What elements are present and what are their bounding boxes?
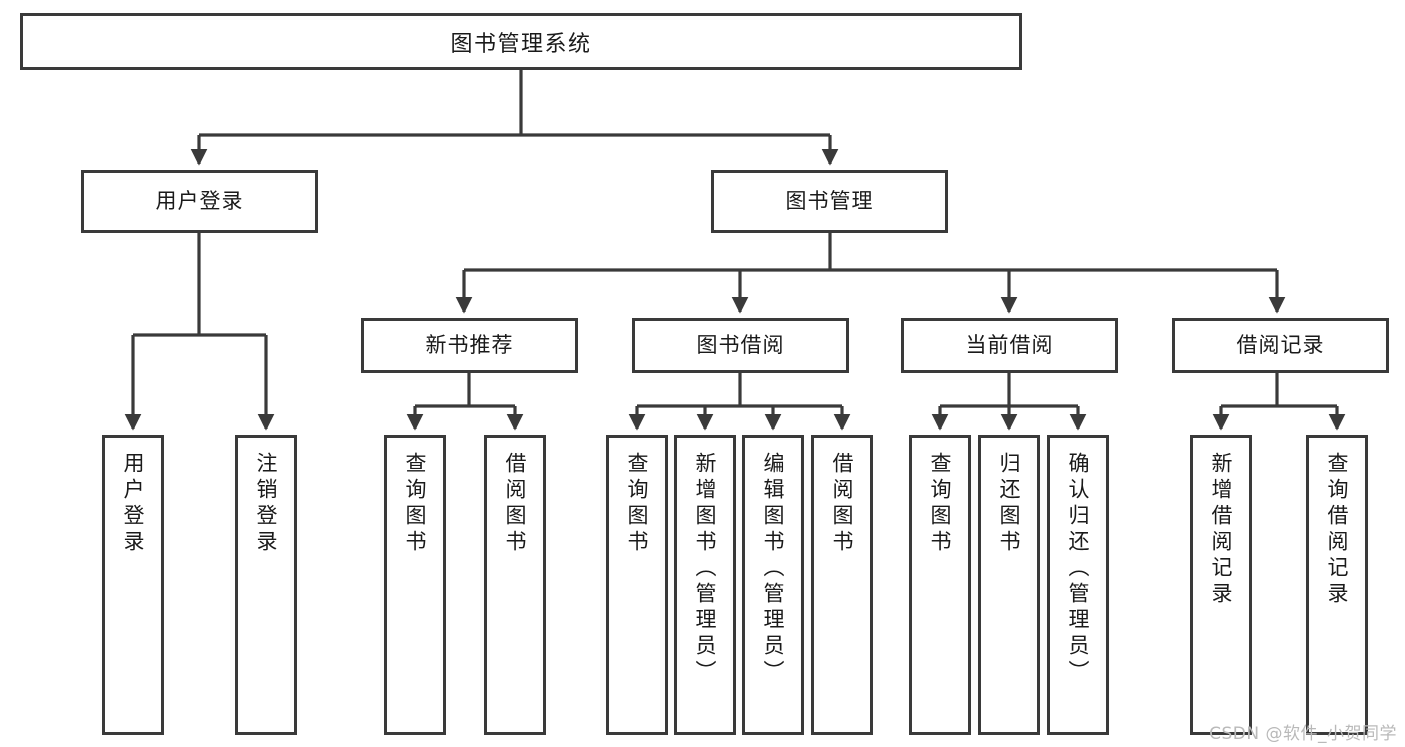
node-leaf-add-book-admin[interactable]: 新增图书（管理员） bbox=[674, 435, 736, 735]
node-root-system[interactable]: 图书管理系统 bbox=[20, 13, 1022, 70]
node-leaf-confirm-return-admin[interactable]: 确认归还（管理员） bbox=[1047, 435, 1109, 735]
node-leaf-user-login[interactable]: 用户登录 bbox=[102, 435, 164, 735]
node-leaf-label: 新增借阅记录 bbox=[1209, 452, 1234, 608]
node-leaf-edit-book-admin[interactable]: 编辑图书（管理员） bbox=[742, 435, 804, 735]
node-leaf-label: 归还图书 bbox=[997, 452, 1022, 556]
node-leaf-label: 借阅图书 bbox=[503, 452, 528, 556]
node-leaf-label: 查询图书 bbox=[625, 452, 650, 556]
node-leaf-query-book-current[interactable]: 查询图书 bbox=[909, 435, 971, 735]
node-book-management[interactable]: 图书管理 bbox=[711, 170, 948, 233]
node-leaf-borrow-book-recommend[interactable]: 借阅图书 bbox=[484, 435, 546, 735]
node-leaf-query-book-borrow[interactable]: 查询图书 bbox=[606, 435, 668, 735]
node-leaf-label: 编辑图书（管理员） bbox=[761, 452, 786, 686]
node-leaf-label: 查询借阅记录 bbox=[1325, 452, 1350, 608]
node-leaf-label: 借阅图书 bbox=[830, 452, 855, 556]
node-leaf-query-book-recommend[interactable]: 查询图书 bbox=[384, 435, 446, 735]
node-user-login[interactable]: 用户登录 bbox=[81, 170, 318, 233]
node-leaf-label: 用户登录 bbox=[121, 452, 146, 556]
node-leaf-label: 新增图书（管理员） bbox=[693, 452, 718, 686]
node-leaf-logout[interactable]: 注销登录 bbox=[235, 435, 297, 735]
node-leaf-query-borrow-record[interactable]: 查询借阅记录 bbox=[1306, 435, 1368, 735]
node-leaf-add-borrow-record[interactable]: 新增借阅记录 bbox=[1190, 435, 1252, 735]
node-leaf-label: 查询图书 bbox=[403, 452, 428, 556]
csdn-watermark: CSDN @软件_小贺同学 bbox=[1209, 724, 1397, 744]
node-leaf-label: 确认归还（管理员） bbox=[1066, 452, 1091, 686]
node-leaf-label: 查询图书 bbox=[928, 452, 953, 556]
node-leaf-return-book[interactable]: 归还图书 bbox=[978, 435, 1040, 735]
node-leaf-label: 注销登录 bbox=[254, 452, 279, 556]
node-borrow-record[interactable]: 借阅记录 bbox=[1172, 318, 1389, 373]
node-new-book-recommend[interactable]: 新书推荐 bbox=[361, 318, 578, 373]
node-book-borrow[interactable]: 图书借阅 bbox=[632, 318, 849, 373]
node-leaf-borrow-book[interactable]: 借阅图书 bbox=[811, 435, 873, 735]
node-current-borrow[interactable]: 当前借阅 bbox=[901, 318, 1118, 373]
